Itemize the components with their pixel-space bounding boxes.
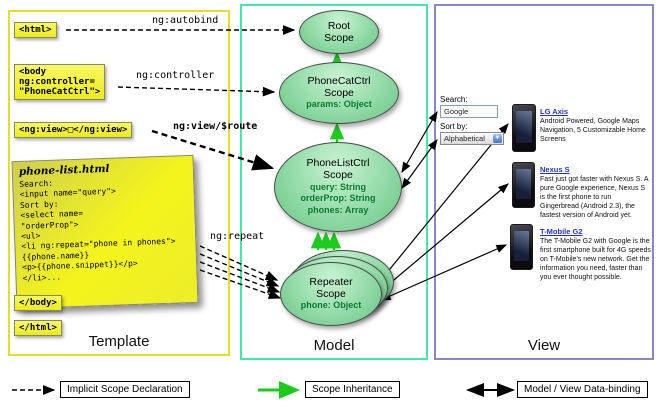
legend-model-view-databinding: Model / View Data-binding [517,381,648,398]
phone-image-tmobile-g2 [510,224,533,270]
phone-link-lg-axis[interactable]: LG Axis [540,107,569,116]
repeater-scope-title: Repeater Scope [309,276,353,301]
ng-repeat-label: ng:repeat [210,231,265,242]
legend-scope-inheritance: Scope Inheritance [305,381,400,398]
phonelist-scope-ellipse: PhoneListCtrl Scope query: String orderP… [274,142,402,232]
search-input[interactable]: Google [440,105,498,118]
phonelist-scope-prop-phones: phones: Array [307,204,369,215]
phonelist-scope-title: PhoneListCtrl Scope [306,157,370,182]
phone-desc-lg-axis: Android Powered, Google Maps Navigation,… [540,118,646,144]
view-panel-label: View [527,337,561,354]
ng-controller-label: ng:controller [136,70,215,81]
phone-image-nexus-s [512,162,535,208]
sort-select[interactable]: Alphabetical ▼ [440,132,504,145]
model-panel-label: Model [313,337,355,354]
ng-view-tag-chip: <ng:view>□</ng:view> [14,122,133,138]
phonecat-scope-title: PhoneCatCtrl Scope [307,75,371,100]
phone-image-lg-axis [512,104,536,152]
phonelist-scope-prop-query: query: String [309,181,366,192]
root-scope-title: Root Scope [324,19,354,44]
phone-desc-nexus-s: Fast just got faster with Nexus S. A pur… [540,176,649,220]
phone-link-tmobile-g2[interactable]: T-Mobile G2 [540,227,583,236]
body-close-tag-chip: </body> [14,295,62,311]
chevron-down-icon: ▼ [493,134,502,143]
search-label: Search: [440,95,468,104]
phonecat-scope-prop: params: Object [306,99,372,110]
phone-screen [516,111,532,143]
body-open-tag-chip: <body ng:controller= "PhoneCatCtrl"> [14,64,106,100]
html-open-tag-chip: <html> [14,22,57,38]
phone-desc-tmobile-g2: The T-Mobile G2 with Google is the first… [540,238,651,282]
ng-autobind-label: ng:autobind [152,15,219,26]
repeater-scope-ellipse: Repeater Scope phone: Object [280,262,382,326]
phone-screen [516,169,531,199]
phone-list-template-note: phone-list.html Search: <input name="que… [11,154,199,310]
phone-link-nexus-s[interactable]: Nexus S [540,165,570,174]
sort-by-label: Sort by: [440,122,468,131]
phone-list-code: Search: <input name="query"> Sort by: <s… [19,178,176,283]
repeater-scope-prop: phone: Object [300,300,362,311]
html-close-tag-chip: </html> [14,320,62,336]
template-panel-label: Template [88,333,150,350]
phone-screen [514,231,529,261]
root-scope-ellipse: Root Scope [299,10,379,54]
phonecat-scope-ellipse: PhoneCatCtrl Scope params: Object [279,62,399,124]
legend-implicit-scope-declaration: Implicit Scope Declaration [60,381,190,398]
phonelist-scope-prop-orderprop: orderProp: String [300,193,376,204]
sort-select-value: Alphabetical [444,134,485,143]
ng-view-route-label: ng:view/$route [173,121,258,132]
